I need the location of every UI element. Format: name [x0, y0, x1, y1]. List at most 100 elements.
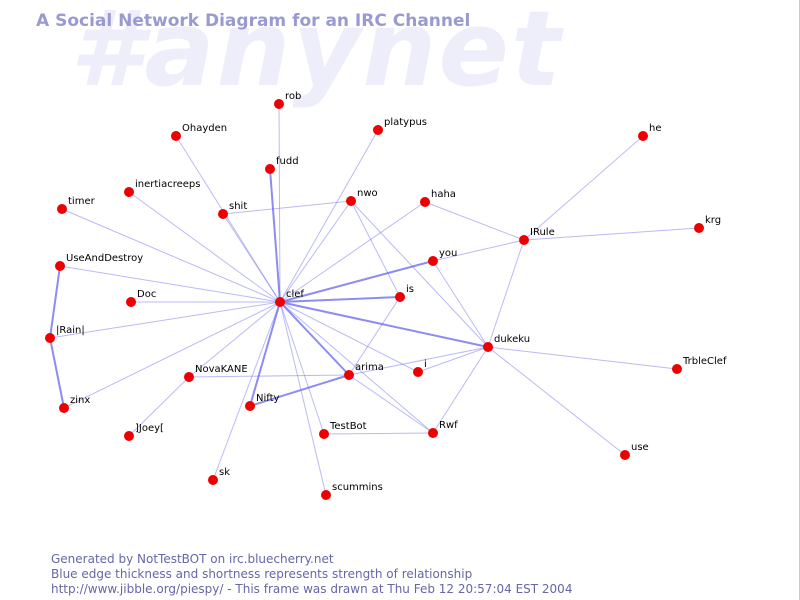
- node-use: use: [620, 442, 649, 460]
- node-label: nwo: [357, 188, 378, 199]
- edge-irule-krg: [523, 227, 700, 241]
- node-label: platypus: [384, 117, 427, 128]
- edge-dukeku-rwf: [432, 346, 489, 434]
- node-label: IRule: [530, 227, 555, 238]
- edge-clef-is: [279, 296, 401, 303]
- node-scummins: scummins: [321, 482, 383, 500]
- node-label: Rwf: [439, 420, 458, 431]
- node-label: |Rain|: [56, 325, 85, 336]
- node-timer: timer: [57, 196, 96, 214]
- node-marker: [55, 261, 65, 271]
- node-marker: [638, 131, 648, 141]
- edge-dukeku-i: [417, 346, 489, 373]
- node-label: fudd: [276, 156, 299, 167]
- edge-clef-scummins: [279, 301, 327, 496]
- node-marker: [208, 475, 218, 485]
- node-marker: [59, 403, 69, 413]
- footer-url-line: http://www.jibble.org/piespy/ - This fra…: [51, 582, 573, 596]
- node-useanddestroy: UseAndDestroy: [55, 253, 143, 271]
- edge-clef-haha: [279, 201, 426, 303]
- node-you: you: [428, 248, 457, 266]
- edge-clef-useanddestroy: [59, 265, 281, 303]
- node-nwo: nwo: [346, 188, 378, 206]
- edge-clef-inertiacreeps: [128, 191, 281, 303]
- edge-clef-you: [279, 260, 434, 303]
- footer: Generated by NotTestBOT on irc.bluecherr…: [51, 552, 572, 597]
- node-label: arima: [355, 362, 384, 373]
- edge-clef-zinx: [63, 301, 281, 409]
- node-arima: arima: [344, 362, 384, 380]
- node-rob: rob: [274, 91, 301, 109]
- node-clef: clef: [275, 289, 304, 307]
- node-marker: [428, 256, 438, 266]
- edge-dukeku-trbleclef: [487, 346, 678, 370]
- edge-dukeku-arima: [348, 346, 489, 376]
- edge-clef-arima: [279, 301, 350, 376]
- node-label: you: [439, 248, 457, 259]
- edge-irule-dukeku: [487, 239, 525, 348]
- node-label: scummins: [332, 482, 383, 493]
- node-marker: [265, 164, 275, 174]
- node-marker: [319, 429, 329, 439]
- channel-watermark: #anynet: [70, 0, 563, 110]
- node-marker: [428, 428, 438, 438]
- node-marker: [344, 370, 354, 380]
- edge-clef-irain: [49, 301, 281, 339]
- edge-arima-rwf: [348, 374, 434, 434]
- footer-legend-line: Blue edge thickness and shortness repres…: [51, 567, 473, 581]
- node-marker: [124, 431, 134, 441]
- node-label: clef: [286, 289, 304, 300]
- edge-clef-testbot: [279, 301, 325, 435]
- node-label: zinx: [70, 395, 90, 406]
- edge-shit-nwo: [222, 200, 352, 215]
- node-is: is: [395, 284, 414, 302]
- diagram-title: A Social Network Diagram for an IRC Chan…: [36, 11, 471, 31]
- edge-arima-nifty: [249, 374, 350, 407]
- edge-nwo-is: [350, 200, 401, 298]
- edge-useanddestroy-irain: [49, 265, 61, 339]
- node-label: i: [424, 359, 427, 370]
- node-label: ]Joey[: [135, 423, 164, 434]
- node-marker: [694, 223, 704, 233]
- edge-you-irule: [432, 239, 525, 262]
- node-zinx: zinx: [59, 395, 90, 413]
- node-label: inertiacreeps: [135, 179, 200, 190]
- node-label: shit: [229, 201, 247, 212]
- edge-clef-platypus: [279, 129, 379, 303]
- edge-clef-novakane: [188, 301, 281, 378]
- edge-novakane-joey: [128, 376, 190, 437]
- node-he: he: [638, 123, 662, 141]
- edge-clef-timer: [61, 208, 281, 303]
- footer-generator-line: Generated by NotTestBOT on irc.bluecherr…: [51, 552, 334, 566]
- node-label: haha: [431, 189, 456, 200]
- node-label: is: [406, 284, 414, 295]
- node-irule: IRule: [519, 227, 555, 245]
- node-inertiacreeps: inertiacreeps: [124, 179, 200, 197]
- node-label: rob: [285, 91, 301, 102]
- edge-clef-nifty: [249, 301, 281, 407]
- node-marker: [124, 187, 134, 197]
- edge-clef-shit: [222, 213, 281, 303]
- node-platypus: platypus: [373, 117, 427, 135]
- node-label: NovaKANE: [195, 364, 248, 375]
- edge-irain-zinx: [49, 337, 65, 409]
- node-marker: [184, 372, 194, 382]
- node-label: he: [649, 123, 662, 134]
- node-novakane: NovaKANE: [184, 364, 248, 382]
- node-marker: [420, 197, 430, 207]
- node-marker: [245, 401, 255, 411]
- node-marker: [672, 364, 682, 374]
- node-testbot: TestBot: [319, 421, 367, 439]
- node-label: Nifty: [256, 393, 280, 404]
- node-label: TrbleClef: [682, 356, 727, 367]
- edge-clef-sk: [212, 301, 281, 481]
- node-marker: [274, 99, 284, 109]
- node-sk: sk: [208, 467, 230, 485]
- node-marker: [45, 333, 55, 343]
- edge-dukeku-use: [487, 346, 626, 456]
- node-marker: [321, 490, 331, 500]
- node-marker: [413, 367, 423, 377]
